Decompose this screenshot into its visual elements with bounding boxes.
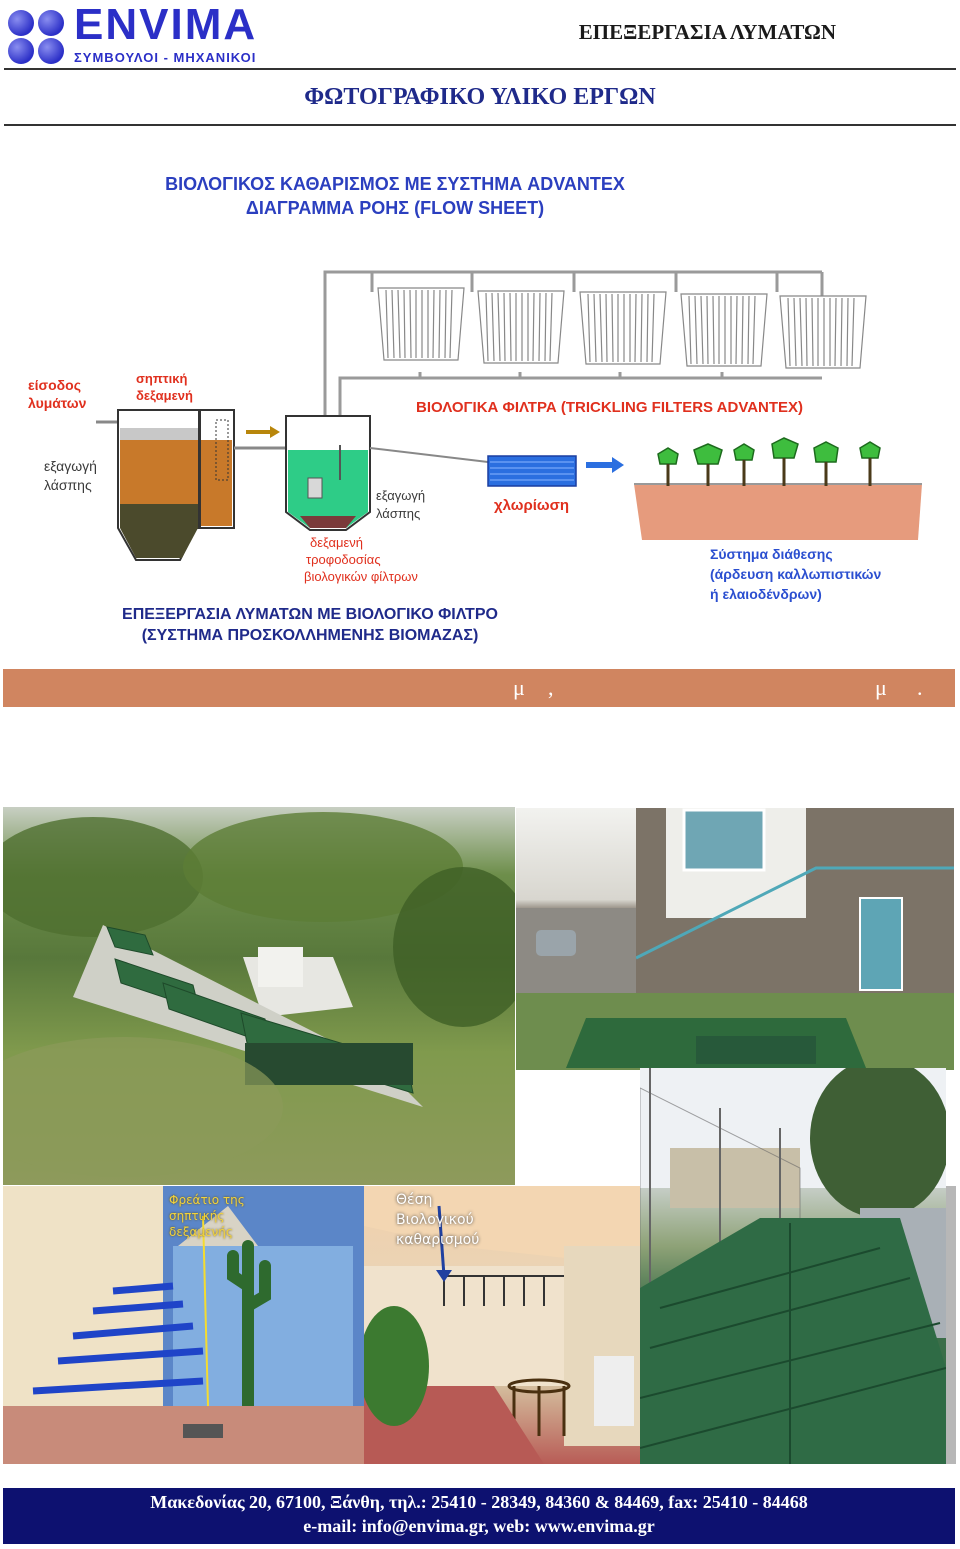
label-sludge-out-1: εξαγωγή λάσπης <box>44 458 101 493</box>
photo-edge-strip <box>946 1186 956 1464</box>
diagram-title-line1: ΒΙΟΛΟΓΙΚΟΣ ΚΑΘΑΡΙΣΜΟΣ ΜΕ ΣΥΣΤΗΜΑ ADVANTE… <box>165 174 625 194</box>
flow-arrow <box>246 426 280 438</box>
septic-tank <box>117 409 235 561</box>
photo-terrace-location: Θέση Βιολογικού καθαρισμού <box>364 1186 640 1464</box>
footer-address: Μακεδονίας 20, 67100, Ξάνθη, τηλ.: 25410… <box>150 1492 808 1512</box>
logo-subtitle: ΣΥΜΒΟΥΛΟΙ - ΜΗΧΑΝΙΚΟΙ <box>74 50 257 65</box>
photo-pool-septic-well: Φρεάτιο της σηπτικής δεξαμενής <box>3 1186 368 1464</box>
section-band: μ , μ . <box>3 669 955 707</box>
label-chlorination: χλωρίωση <box>494 497 569 514</box>
envima-logo: ENVIMA ΣΥΜΒΟΥΛΟΙ - ΜΗΧΑΝΙΚΟΙ <box>4 0 314 66</box>
photo-hillside-installation <box>3 807 515 1185</box>
band-glyph-mu: μ <box>513 675 525 700</box>
band-glyph-comma: , <box>548 675 554 700</box>
header-title: ΕΠΕΞΕΡΓΑΣΙΑ ΛΥΜΑΤΩΝ <box>578 20 836 44</box>
band-glyph-dot: . <box>917 675 923 700</box>
footer-contact: e-mail: info@envima.gr, web: www.envima.… <box>303 1516 655 1536</box>
logo-wordmark: ENVIMA <box>74 0 258 49</box>
label-disposal: Σύστημα διάθεσης (άρδευση καλλωπιστικών … <box>710 546 885 602</box>
treated-water-pipe <box>369 447 489 463</box>
title-rule <box>4 124 956 126</box>
footer: Μακεδονίας 20, 67100, Ξάνθη, τηλ.: 25410… <box>3 1488 955 1544</box>
filter-unit <box>779 295 867 369</box>
diagram-caption-line1: ΕΠΕΞΕΡΓΑΣΙΑ ΛΥΜΑΤΩΝ ΜΕ ΒΙΟΛΟΓΙΚΟ ΦΙΛΤΡΟ <box>122 606 498 623</box>
disposal-bed <box>634 483 922 540</box>
pool-photo-caption: Φρεάτιο της σηπτικής δεξαμενής <box>169 1193 245 1239</box>
diagram-caption: ΕΠΕΞΕΡΓΑΣΙΑ ΛΥΜΑΤΩΝ ΜΕ ΒΙΟΛΟΓΙΚΟ ΦΙΛΤΡΟ … <box>90 604 530 646</box>
diagram-title: ΒΙΟΛΟΓΙΚΟΣ ΚΑΘΑΡΙΣΜΟΣ ΜΕ ΣΥΣΤΗΜΑ ADVANTE… <box>0 172 790 220</box>
trickling-filter-units <box>377 287 867 369</box>
filter-unit <box>579 291 667 365</box>
label-filters: ΒΙΟΛΟΓΙΚΑ ΦΙΛΤΡΑ (TRICKLING FILTERS ADVA… <box>416 399 803 416</box>
label-septic-tank: σηπτική δεξαμενή <box>136 371 193 403</box>
logo-dots-icon <box>4 6 68 64</box>
filter-unit <box>680 293 768 367</box>
flow-arrow <box>586 457 624 473</box>
feed-tank <box>285 415 371 531</box>
flow-diagram: είσοδος λυμάτων σηπτική δεξαμενή εξαγωγή… <box>28 270 922 602</box>
diagram-caption-line2: (ΣΥΣΤΗΜΑ ΠΡΟΣΚΟΛΛΗΜΕΝΗΣ ΒΙΟΜΑΖΑΣ) <box>141 627 479 644</box>
chlorination-tank <box>487 455 577 487</box>
filter-unit <box>377 287 465 361</box>
terrace-photo-caption: Θέση Βιολογικού καθαρισμού <box>396 1192 480 1248</box>
photo-green-covers-field <box>640 1068 946 1464</box>
label-sludge-out-2: εξαγωγή λάσπης <box>376 488 429 521</box>
photo-stone-building <box>516 808 954 1070</box>
label-inlet: είσοδος λυμάτων <box>28 377 87 411</box>
band-glyph-mu: μ <box>875 675 887 700</box>
header-rule <box>4 68 956 70</box>
filter-unit <box>477 290 565 364</box>
page-title: ΦΩΤΟΓΡΑΦΙΚΟ ΥΛΙΚΟ ΕΡΓΩΝ <box>304 84 656 110</box>
diagram-title-line2: ΔΙΑΓΡΑΜΜΑ ΡΟΗΣ (FLOW SHEET) <box>245 198 545 218</box>
label-feed-tank: δεξαμενή τροφοδοσίας βιολογικών φίλτρων <box>304 535 418 584</box>
trees <box>657 437 881 486</box>
